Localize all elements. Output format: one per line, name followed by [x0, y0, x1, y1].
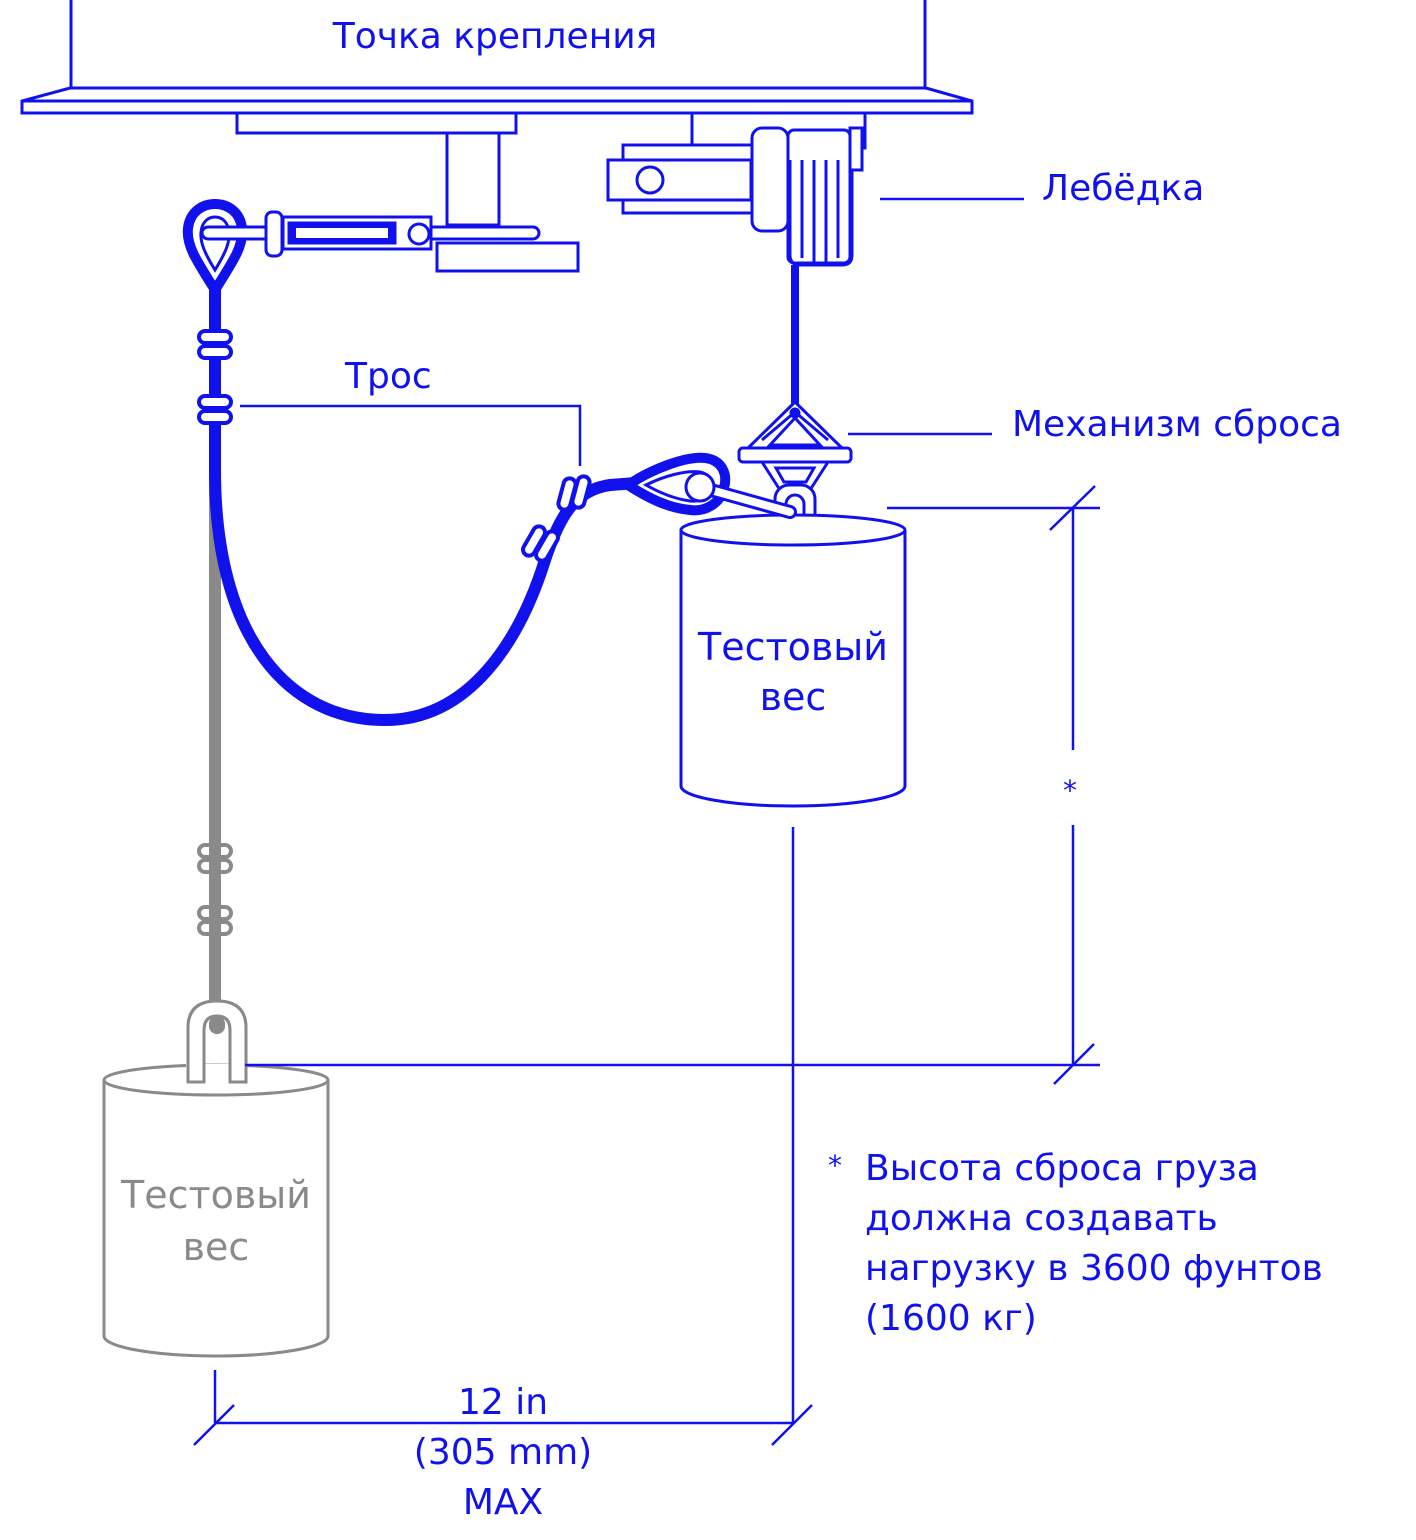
dimension-label-3: MAX	[463, 1482, 543, 1523]
rope-leader	[240, 404, 582, 466]
note-line-4: (1600 кг)	[865, 1298, 1037, 1339]
note-marker: *	[828, 1149, 842, 1182]
lower-thimble	[618, 452, 797, 519]
note-line-2: должна создавать	[865, 1198, 1218, 1239]
weight-top-label-2: вес	[760, 675, 827, 719]
gray-rope-end	[209, 1016, 225, 1034]
dimension-label-2: (305 mm)	[414, 1432, 592, 1473]
note-line-1: Высота сброса груза	[865, 1148, 1259, 1189]
rope	[197, 284, 656, 727]
drop-height-asterisk: *	[1063, 774, 1077, 807]
weight-top-label-1: Тестовый	[697, 625, 888, 669]
release-label: Механизм сброса	[1012, 404, 1342, 445]
test-weight-raised	[679, 513, 907, 808]
gray-shackle-front	[186, 999, 248, 1084]
anchor-label: Точка крепления	[332, 16, 658, 57]
gray-clamps	[197, 843, 233, 936]
top-thimble	[182, 198, 248, 300]
anchor-structure	[20, 0, 974, 273]
weight-bottom-label-2: вес	[183, 1225, 250, 1269]
winch-label: Лебёдка	[1042, 168, 1204, 209]
weight-bottom-label-1: Тестовый	[120, 1173, 311, 1217]
blue-clamps	[197, 329, 592, 563]
rope-label: Трос	[344, 356, 432, 397]
release-mechanism	[737, 399, 853, 539]
dimension-lines	[193, 485, 1100, 1446]
note-line-3: нагрузку в 3600 фунтов	[865, 1248, 1323, 1289]
dimension-label-1: 12 in	[458, 1382, 548, 1423]
anchor-connector	[200, 210, 541, 258]
winch	[606, 111, 867, 267]
